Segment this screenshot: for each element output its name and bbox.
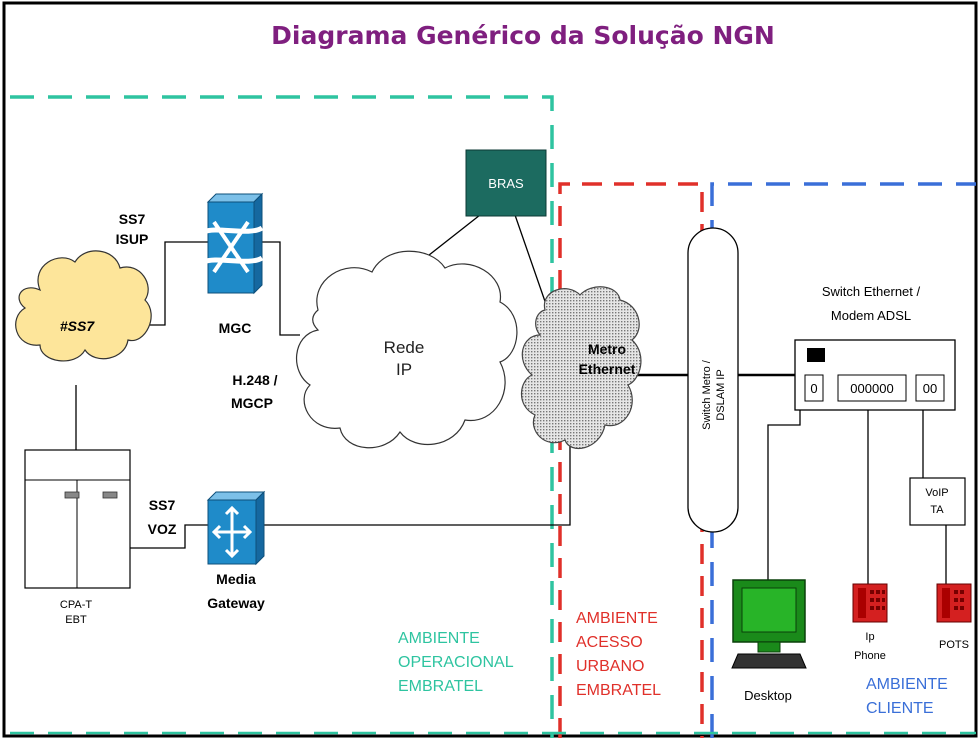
rede-ip-cloud-node: Rede IP <box>296 250 518 449</box>
diagram-title: Diagrama Genérico da Solução NGN <box>271 21 775 50</box>
zone-operacional-label-line3: EMBRATEL <box>398 678 483 695</box>
zone-cliente-label: AMBIENTE CLIENTE <box>866 676 948 717</box>
zone-cliente-label-line2: CLIENTE <box>866 700 934 717</box>
modem-port-1-label: 0 <box>810 381 817 396</box>
modem-led <box>807 348 825 362</box>
switch-ethernet-label-line1: Switch Ethernet / <box>822 284 921 299</box>
link-cpa-gateway <box>130 524 208 549</box>
link-mgc-rede <box>262 241 300 336</box>
cpa-label-line2: EBT <box>65 614 87 626</box>
cpa-label-line1: CPA-T <box>60 599 92 611</box>
switch-metro-label-line2: DSLAM IP <box>715 369 727 420</box>
switch-ethernet-label-line2: Modem ADSL <box>831 308 911 323</box>
h248-label-line1: H.248 / <box>232 372 277 388</box>
bras-label: BRAS <box>488 176 524 191</box>
zone-acesso-label-line3: URBANO <box>576 658 644 675</box>
cpa-node: CPA-T EBT <box>24 449 131 626</box>
zone-operacional-border <box>10 95 554 738</box>
ss7-cloud-label: #SS7 <box>60 318 95 334</box>
link-ss7-mgc <box>150 241 208 326</box>
desktop-label: Desktop <box>744 688 792 703</box>
rede-ip-label-line2: IP <box>396 360 412 379</box>
zone-acesso-label: AMBIENTE ACESSO URBANO EMBRATEL <box>576 610 661 699</box>
ss7-voz-label-line2: VOZ <box>148 521 177 537</box>
zone-cliente-border <box>710 182 976 738</box>
rede-ip-label-line1: Rede <box>384 338 425 357</box>
zone-operacional-label: AMBIENTE OPERACIONAL EMBRATEL <box>398 630 514 695</box>
media-gateway-label-line1: Media <box>216 571 256 587</box>
zone-acesso-label-line4: EMBRATEL <box>576 682 661 699</box>
zone-acesso-border <box>558 182 704 738</box>
connection-lines <box>75 214 947 585</box>
ss7-isup-label-line1: SS7 <box>119 211 146 227</box>
voip-ta-box <box>909 477 966 526</box>
modem-port-2-label: 000000 <box>850 381 893 396</box>
desktop-node: Desktop <box>731 579 807 703</box>
zone-operacional-label-line1: AMBIENTE <box>398 630 480 647</box>
link-bras-metro <box>514 214 549 311</box>
pots-node: POTS <box>936 583 972 651</box>
metro-ethernet-label-line2: Ethernet <box>579 361 636 377</box>
link-modem-desktop <box>767 410 801 585</box>
rede-ip-cloud-shape <box>296 250 518 449</box>
ip-phone-node: Ip Phone <box>852 583 888 662</box>
zone-operacional-label-line2: OPERACIONAL <box>398 654 514 671</box>
switch-metro-node: Switch Metro / DSLAM IP <box>687 227 739 533</box>
metro-ethernet-cloud-node: Metro Ethernet <box>520 286 642 449</box>
ip-phone-label-line1: Ip <box>865 631 874 643</box>
zone-acesso-label-line2: ACESSO <box>576 634 643 651</box>
switch-metro-label-line1: Switch Metro / <box>701 359 713 430</box>
ss7-voz-label-line1: SS7 <box>149 497 176 513</box>
desktop-keyboard <box>731 653 807 669</box>
ss7-cloud-node: #SS7 <box>15 250 152 362</box>
ip-phone-label-line2: Phone <box>854 650 886 662</box>
modem-node: Switch Ethernet / Modem ADSL 0 000000 00 <box>794 284 956 411</box>
mgc-node: MGC <box>202 192 264 336</box>
link-gateway-metro <box>262 440 571 526</box>
ss7-isup-label-line2: ISUP <box>116 231 149 247</box>
voip-ta-label-line2: TA <box>930 504 944 516</box>
metro-ethernet-cloud-shape <box>520 286 642 449</box>
modem-port-3-label: 00 <box>923 381 937 396</box>
bras-node: BRAS <box>465 149 547 217</box>
voip-ta-node: VoIP TA <box>909 477 966 526</box>
bras-box <box>465 149 547 217</box>
switch-metro-shape <box>687 227 739 533</box>
h248-label-line2: MGCP <box>231 395 273 411</box>
pots-label: POTS <box>939 639 969 651</box>
mgc-label: MGC <box>219 320 252 336</box>
zone-cliente-label-line1: AMBIENTE <box>866 676 948 693</box>
media-gateway-label-line2: Gateway <box>207 595 265 611</box>
metro-ethernet-label-line1: Metro <box>588 341 626 357</box>
voip-ta-label-line1: VoIP <box>925 487 948 499</box>
zone-acesso-label-line1: AMBIENTE <box>576 610 658 627</box>
ss7-cloud-shape <box>15 250 152 362</box>
media-gateway-node: Media Gateway <box>206 490 266 611</box>
